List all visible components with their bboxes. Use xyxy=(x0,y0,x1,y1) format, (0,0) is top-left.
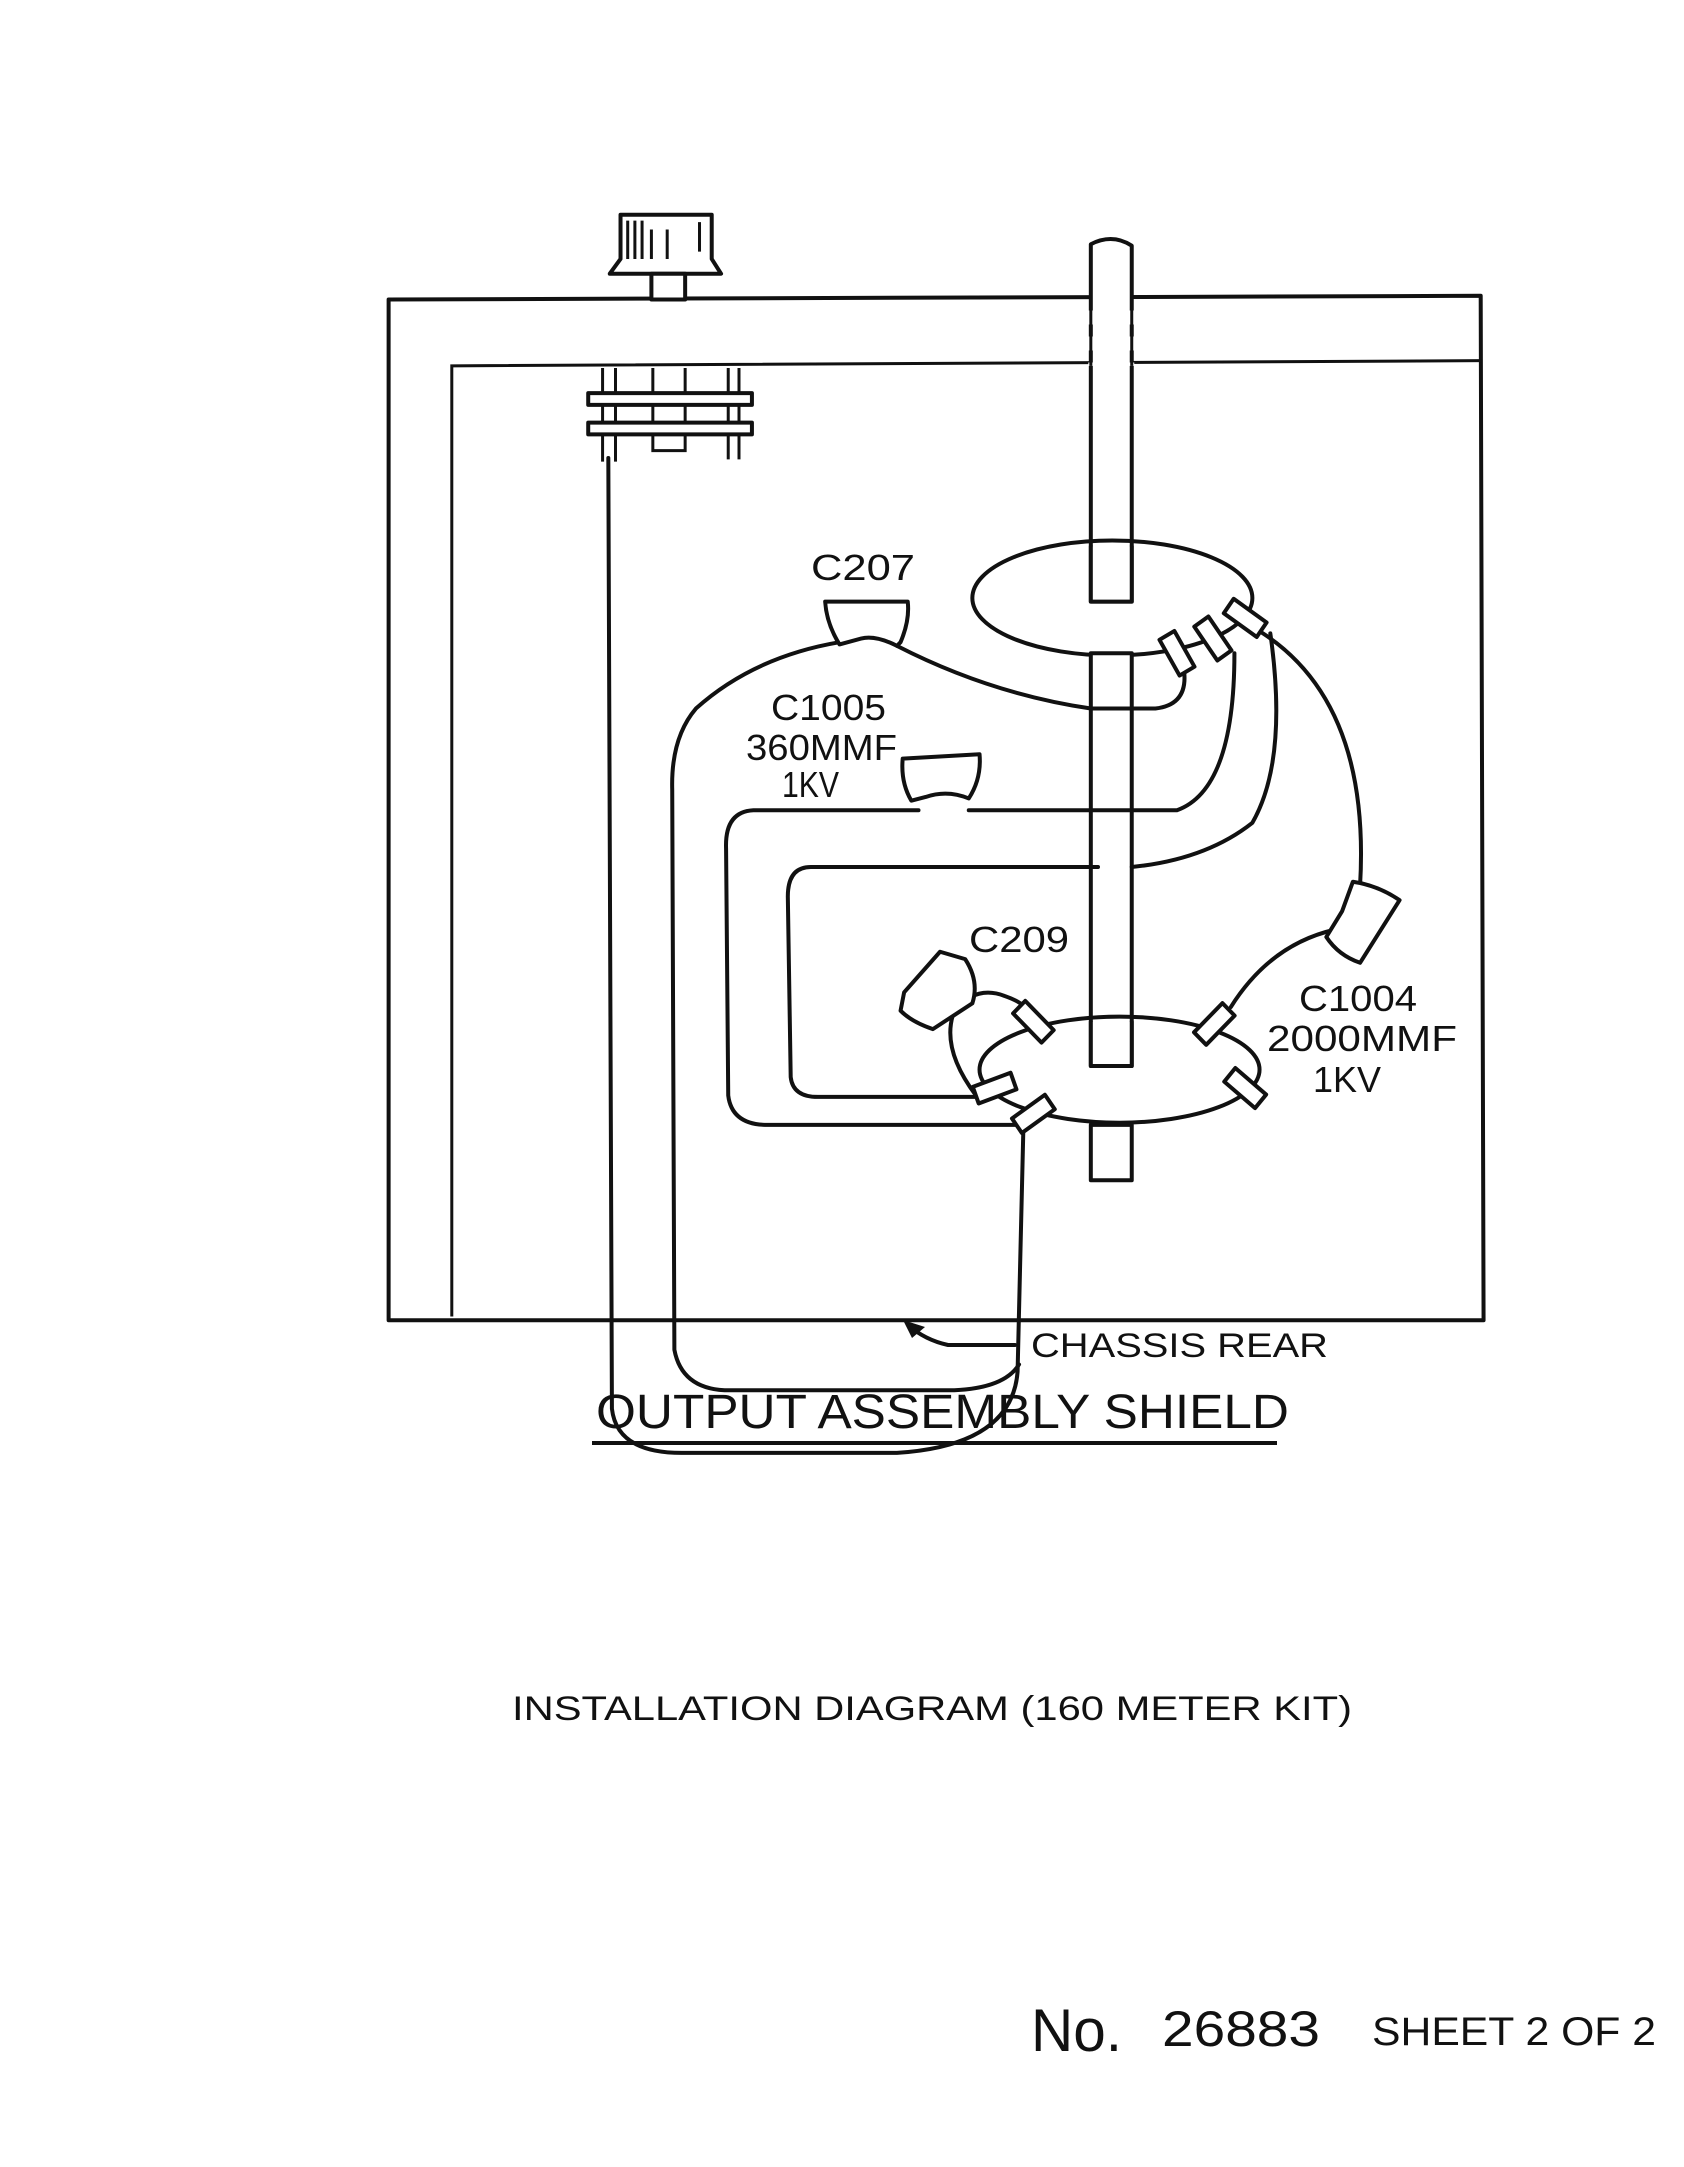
label-c1004: C1004 xyxy=(1299,978,1417,1019)
capacitor-c209-icon xyxy=(901,952,975,1029)
installation-caption: INSTALLATION DIAGRAM (160 METER KIT) xyxy=(512,1690,1352,1728)
label-c1005: C1005 xyxy=(771,687,886,728)
wiring xyxy=(608,458,1361,1453)
wafer-terminals xyxy=(973,599,1267,1133)
capacitor-c1004-icon xyxy=(1326,882,1399,963)
label-c1005-voltage: 1KV xyxy=(782,764,839,805)
shaft-middle xyxy=(1091,653,1132,1066)
document-no-label: No. xyxy=(1031,1997,1122,2064)
shield-outer-outline xyxy=(389,296,1484,1320)
diagram-title: OUTPUT ASSEMBLY SHIELD xyxy=(596,1386,1289,1439)
capacitor-c207-icon xyxy=(825,602,908,646)
document-number: 26883 xyxy=(1162,2001,1320,2057)
label-c1004-voltage: 1KV xyxy=(1313,1059,1381,1100)
control-knob-icon xyxy=(610,215,721,300)
terminal-strip-icon xyxy=(588,368,752,462)
label-c1005-value: 360MMF xyxy=(746,727,897,768)
label-chassis-rear: CHASSIS REAR xyxy=(1031,1327,1328,1365)
sheet-number: SHEET 2 OF 2 xyxy=(1372,2010,1656,2054)
label-c1004-value: 2000MMF xyxy=(1267,1018,1457,1059)
shaft-bottom xyxy=(1091,1125,1132,1180)
label-c207: C207 xyxy=(811,547,915,588)
capacitor-c1005-icon xyxy=(902,754,979,800)
label-c209: C209 xyxy=(969,919,1069,960)
chassis-rear-arrow-icon xyxy=(903,1320,1015,1345)
lower-switch-wafer xyxy=(980,1017,1260,1123)
chassis-inner-line xyxy=(452,361,1482,1317)
